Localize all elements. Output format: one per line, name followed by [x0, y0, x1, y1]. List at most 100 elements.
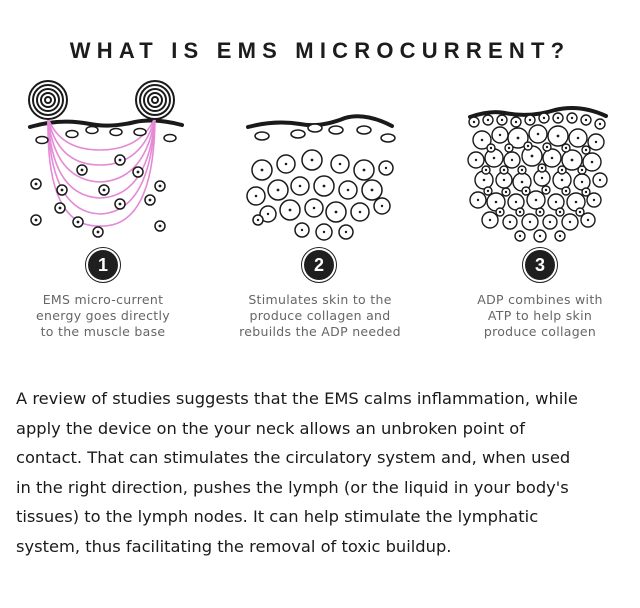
cell-nucleus	[358, 210, 362, 214]
cell-nucleus	[528, 220, 532, 224]
cell-nucleus	[480, 138, 484, 142]
ems-diagram	[28, 80, 608, 243]
cell-nucleus	[545, 145, 549, 149]
electrode-icon	[135, 80, 175, 120]
dense-cell-cluster	[467, 112, 608, 243]
cell-nucleus	[384, 166, 388, 170]
cell-nucleus	[536, 132, 540, 136]
cell-nucleus	[542, 116, 546, 120]
cell-nucleus	[590, 160, 594, 164]
step-1-caption: EMS micro-current energy goes directly t…	[36, 292, 170, 339]
cell-nucleus	[564, 146, 568, 150]
cell-nucleus	[544, 188, 548, 192]
cell-nucleus	[540, 166, 544, 170]
cell-nucleus	[586, 218, 590, 222]
cell-nucleus	[564, 189, 568, 193]
cell-nucleus	[520, 168, 524, 172]
cell-nucleus	[520, 180, 524, 184]
cell-nucleus	[598, 178, 602, 182]
cell-nucleus	[507, 146, 511, 150]
cell-nucleus	[502, 168, 506, 172]
cell-nucleus	[558, 210, 562, 214]
cell-nucleus	[474, 158, 478, 162]
cell-nucleus	[486, 189, 490, 193]
cell-nucleus	[598, 122, 602, 126]
skin-surface-line	[28, 118, 184, 129]
cell-nucleus	[574, 200, 578, 204]
cell-nucleus	[498, 133, 502, 137]
cell-nucleus	[504, 190, 508, 194]
cell-nucleus	[530, 154, 534, 158]
cell-nucleus	[322, 184, 326, 188]
step-2-number-badge: 2	[301, 247, 337, 283]
cell-nucleus	[514, 120, 518, 124]
cell-nucleus	[584, 190, 588, 194]
cell-nucleus	[508, 220, 512, 224]
step-3-number-badge: 3	[522, 247, 558, 283]
body-paragraph: A review of studies suggests that the EM…	[16, 389, 578, 556]
cell-nucleus	[256, 218, 260, 222]
cell-nucleus	[472, 120, 476, 124]
cell-nucleus	[502, 178, 506, 182]
cell-nucleus	[584, 148, 588, 152]
cell-nucleus	[550, 156, 554, 160]
cell-nucleus	[344, 230, 348, 234]
cell-nucleus	[570, 158, 574, 162]
cell-nucleus	[594, 140, 598, 144]
cell-nucleus	[288, 208, 292, 212]
step-3-caption: ADP combines with ATP to help skin produ…	[477, 292, 603, 339]
cell-nucleus	[500, 118, 504, 122]
cell-nucleus	[514, 200, 518, 204]
cell-nucleus	[548, 220, 552, 224]
cell-nucleus	[584, 118, 588, 122]
page-title: WHAT IS EMS MICROCURRENT?	[69, 38, 571, 63]
cell-nucleus	[560, 178, 564, 182]
cell-nucleus	[556, 134, 560, 138]
cell-nucleus	[518, 234, 522, 238]
cell-nucleus	[488, 218, 492, 222]
cell-nucleus	[489, 146, 493, 150]
cell-nucleus	[524, 189, 528, 193]
cell-nucleus	[494, 200, 498, 204]
cell-nucleus	[560, 168, 564, 172]
cell-nucleus	[518, 210, 522, 214]
panel-3-illustration	[467, 106, 608, 243]
cell-nucleus	[338, 162, 342, 166]
cell-nucleus	[482, 178, 486, 182]
cell-nucleus	[370, 188, 374, 192]
cell-nucleus	[498, 210, 502, 214]
cell-nucleus	[380, 204, 384, 208]
cell-nucleus	[540, 176, 544, 180]
cell-nucleus	[362, 168, 366, 172]
cell-nucleus	[276, 188, 280, 192]
cell-nucleus	[310, 158, 314, 162]
cell-nucleus	[254, 194, 258, 198]
cell-nucleus	[476, 198, 480, 202]
cell-nucleus	[570, 116, 574, 120]
cell-nucleus	[284, 162, 288, 166]
cell-nucleus	[580, 180, 584, 184]
cell-nucleus	[260, 168, 264, 172]
cell-nucleus	[516, 136, 520, 140]
cell-nucleus	[346, 188, 350, 192]
cell-nucleus	[554, 200, 558, 204]
cell-nucleus	[300, 228, 304, 232]
cell-nucleus	[556, 116, 560, 120]
cell-nucleus	[486, 118, 490, 122]
cell-nucleus	[528, 118, 532, 122]
step-2-caption: Stimulates skin to the produce collagen …	[239, 292, 401, 339]
microcurrent-arcs	[47, 117, 156, 227]
cell-nucleus	[592, 198, 596, 202]
cell-nucleus	[266, 212, 270, 216]
cell-nucleus	[534, 198, 538, 202]
cell-nucleus	[568, 220, 572, 224]
cell-nucleus	[298, 184, 302, 188]
panel-2-illustration	[246, 114, 396, 241]
cell-nucleus	[484, 168, 488, 172]
cell-nucleus	[526, 144, 530, 148]
cell-nucleus	[322, 230, 326, 234]
cell-nucleus	[334, 210, 338, 214]
cell-nucleus	[510, 158, 514, 162]
cell-nucleus	[578, 210, 582, 214]
cell-nucleus	[312, 206, 316, 210]
